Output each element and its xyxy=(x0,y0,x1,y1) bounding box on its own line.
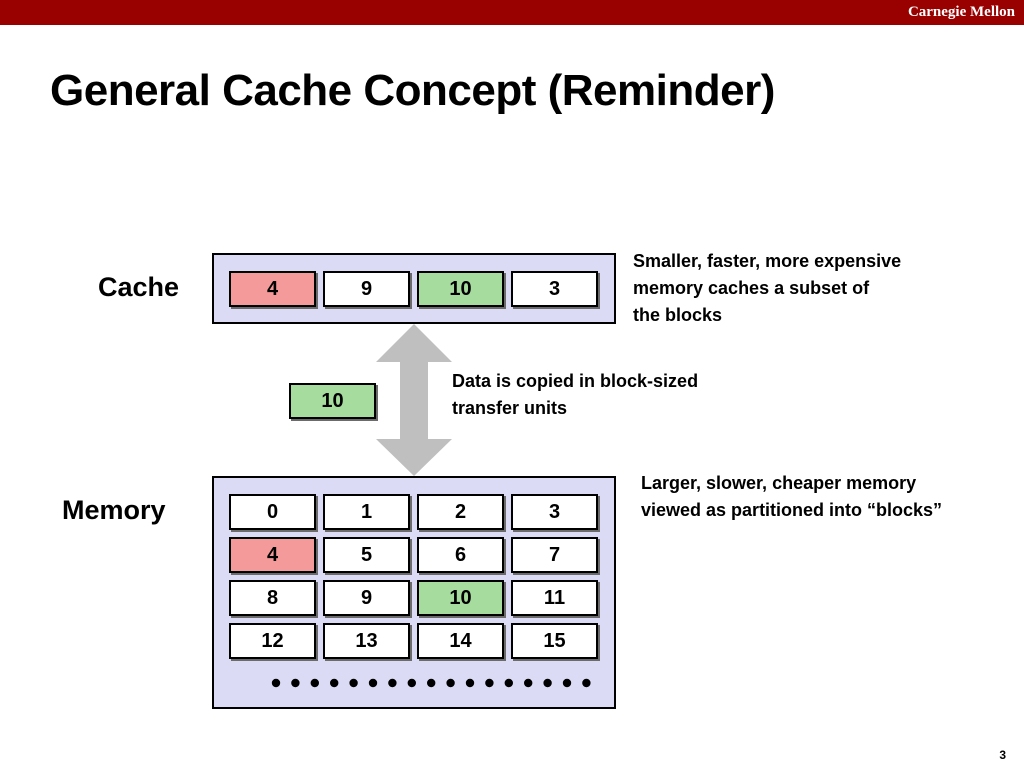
cache-description: Smaller, faster, more expensive memory c… xyxy=(633,248,901,329)
double-arrow-icon xyxy=(376,324,452,476)
note-line: Data is copied in block-sized xyxy=(452,371,699,391)
transfer-description: Data is copied in block-sized transfer u… xyxy=(452,368,698,422)
memory-block: 2 xyxy=(417,494,504,530)
memory-block: 13 xyxy=(323,623,410,659)
memory-block: 5 xyxy=(323,537,410,573)
note-line: the blocks xyxy=(633,305,723,325)
page-number: 3 xyxy=(999,748,1006,762)
memory-block: 0 xyxy=(229,494,316,530)
memory-label: Memory xyxy=(62,495,166,525)
slide-title: General Cache Concept (Reminder) xyxy=(50,66,775,115)
memory-block: 11 xyxy=(511,580,598,616)
memory-block: 1 xyxy=(323,494,410,530)
memory-block: 7 xyxy=(511,537,598,573)
memory-block: 15 xyxy=(511,623,598,659)
note-line: viewed as partitioned into “blocks” xyxy=(641,500,943,520)
brand-label: Carnegie Mellon xyxy=(907,4,1015,20)
memory-block: 6 xyxy=(417,537,504,573)
ellipsis-dots-icon xyxy=(271,678,591,688)
cache-block: 4 xyxy=(229,271,316,307)
cache-label: Cache xyxy=(98,272,180,302)
cache-block: 10 xyxy=(417,271,504,307)
header-bar: Carnegie Mellon xyxy=(0,0,1024,25)
note-line: Larger, slower, cheaper memory xyxy=(641,473,917,493)
note-line: transfer units xyxy=(452,398,568,418)
transfer-block: 10 xyxy=(289,383,376,419)
cache-block: 3 xyxy=(511,271,598,307)
memory-block: 10 xyxy=(417,580,504,616)
note-line: Smaller, faster, more expensive xyxy=(633,251,902,271)
memory-block: 4 xyxy=(229,537,316,573)
note-line: memory caches a subset of xyxy=(633,278,870,298)
memory-block: 14 xyxy=(417,623,504,659)
memory-block: 9 xyxy=(323,580,410,616)
memory-description: Larger, slower, cheaper memory viewed as… xyxy=(641,470,942,524)
memory-block: 8 xyxy=(229,580,316,616)
memory-block: 3 xyxy=(511,494,598,530)
cache-block: 9 xyxy=(323,271,410,307)
memory-block: 12 xyxy=(229,623,316,659)
